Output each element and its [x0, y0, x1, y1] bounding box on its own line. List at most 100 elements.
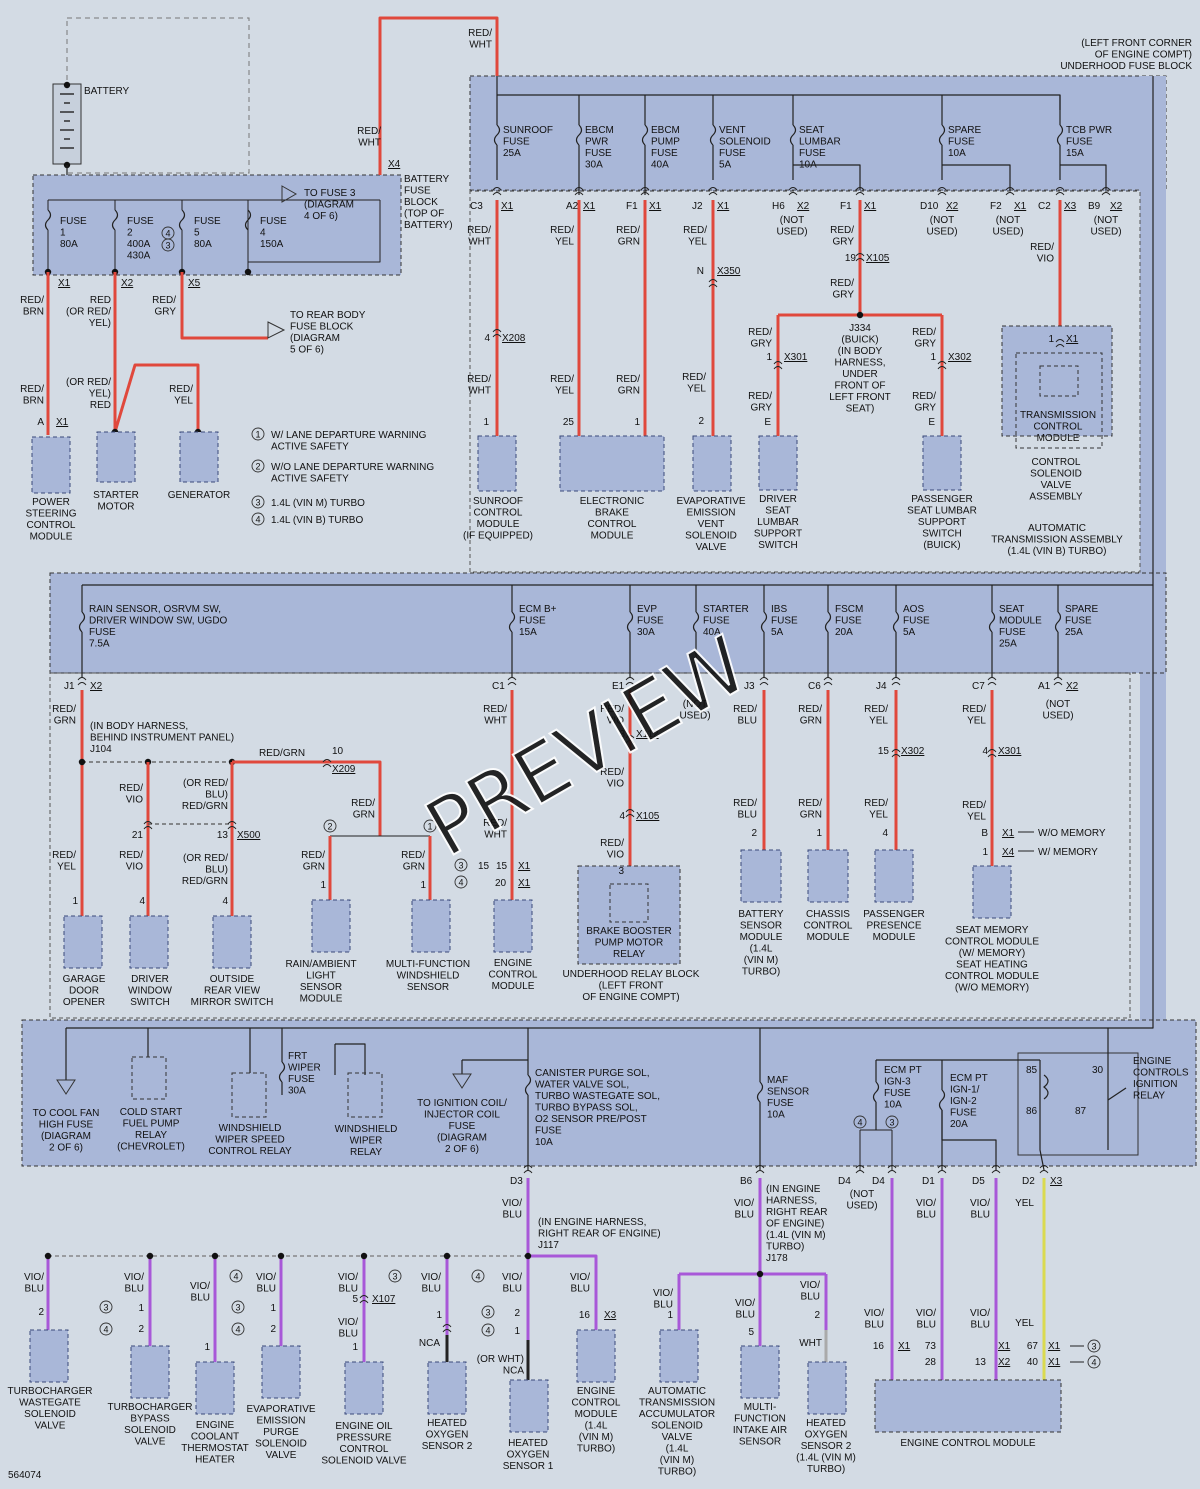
connector-line: X209 — [332, 764, 356, 775]
maf-label-line: SENSOR — [739, 1437, 781, 1448]
wire-color-line: (OR RED/ — [66, 307, 111, 318]
connector-line: X1 — [998, 1341, 1011, 1352]
mid-fuse-label-line: 5A — [903, 627, 916, 638]
to-rear-fuse-block-ref-line: 5 OF 6) — [290, 345, 324, 356]
pin-line: 73 — [925, 1341, 937, 1352]
purge-label-line: EMISSION — [257, 1416, 306, 1427]
pin: D2 — [1022, 1176, 1035, 1187]
wire-color-line: RED/ — [798, 704, 822, 715]
ign-relay-label-line: ENGINE — [1133, 1056, 1172, 1067]
wire-color: YEL — [1015, 1318, 1034, 1329]
pin-line: 20 — [495, 878, 507, 889]
wire-color-line: GRY — [751, 339, 773, 350]
connector-line: X1 — [864, 201, 877, 212]
mid-fuse-label-line: FUSE — [89, 627, 116, 638]
atas-label-line: TURBO) — [658, 1467, 696, 1478]
feed-wire-color: RED/WHT — [357, 126, 381, 149]
battery-fuse-label-line: 430A — [127, 251, 151, 262]
fuse-symbol — [872, 1081, 880, 1103]
connector-symbol — [625, 735, 635, 744]
pin: 5 — [352, 1294, 358, 1305]
j334-label-line: UNDER — [842, 369, 878, 380]
pin: B6 — [740, 1176, 753, 1187]
connector-line: X500 — [237, 830, 261, 841]
j178-label-line: OF ENGINE) — [766, 1219, 824, 1230]
wire-color-line: BLU — [503, 1284, 522, 1295]
windshield-sensor — [411, 899, 451, 953]
connector-line: X107 — [372, 1294, 396, 1305]
ecm-m-label-line: (1.4L — [585, 1421, 608, 1432]
ebcm-label-line: CONTROL — [588, 519, 637, 530]
pin-line: 4 — [222, 896, 228, 907]
relay-pin: 85 — [1026, 1065, 1038, 1076]
ground-arrow — [56, 1079, 76, 1095]
splice-dot — [524, 1252, 532, 1260]
wire-color-line: RED/ — [864, 704, 888, 715]
wire-color-line: YEL — [967, 716, 986, 727]
connector-symbol — [987, 749, 997, 758]
wire-color-line: BLU — [738, 810, 757, 821]
wire-color-line: BLU — [503, 1210, 522, 1221]
pin: 2 — [698, 416, 704, 427]
ecm-main-label-line: ENGINE CONTROL MODULE — [900, 1438, 1036, 1449]
pin: J2 — [692, 201, 703, 212]
note-number: 1 — [427, 822, 432, 832]
wire-color-line: VIO/ — [800, 1280, 820, 1291]
connector-symbol — [855, 187, 865, 196]
wire-color-line: VIO/ — [338, 1317, 358, 1328]
wire-color: RED/YEL — [864, 704, 888, 727]
pin: D4 — [838, 1176, 851, 1187]
wire-color-line: RED/ — [683, 225, 707, 236]
wire-color-line: RED/ — [864, 798, 888, 809]
pin-line: 16 — [579, 1310, 591, 1321]
note-circle — [481, 1305, 495, 1319]
wire-color: RED/WHT — [483, 818, 507, 841]
thermostat-label-line: COOLANT — [191, 1432, 239, 1443]
connector-line: X2 — [1066, 681, 1079, 692]
wshield-sensor-label-line: MULTI-FUNCTION — [386, 959, 470, 970]
to-ign-ref-line: 2 OF 6) — [445, 1144, 479, 1155]
fuel-relay-label-line: RELAY — [135, 1130, 167, 1141]
mid-fuse-label-line: 20A — [835, 627, 853, 638]
ign12-fuse-label-line: IGN-2 — [950, 1096, 977, 1107]
note-circle — [853, 1115, 867, 1129]
mid-fuse-label-line: FUSE — [999, 627, 1026, 638]
connector: X208 — [502, 333, 526, 344]
note-number: 3 — [165, 241, 170, 251]
note-circle — [229, 1269, 243, 1283]
pin: 13 — [975, 1357, 987, 1368]
connector-symbol — [442, 1324, 452, 1333]
legend-entry-line: W/ LANE DEPARTURE WARNING — [271, 430, 427, 441]
connector-line: X3 — [604, 1310, 617, 1321]
w-memory-note-line: W/ MEMORY — [1038, 847, 1098, 858]
wire-color-line: GRN — [800, 810, 822, 821]
wire-color-line: BLU — [339, 1284, 358, 1295]
battery-sensor-label-line: TURBO) — [742, 967, 780, 978]
wire-color-line: RED/ — [912, 391, 936, 402]
power-steering-label-line: CONTROL — [27, 520, 76, 531]
sunroof-label-line: CONTROL — [474, 508, 523, 519]
power-steering-label-line: POWER — [32, 497, 70, 508]
connector: X1 — [898, 1341, 911, 1352]
wire-color-line: WHT — [484, 716, 507, 727]
wire-color: VIO/BLU — [734, 1198, 754, 1221]
connector-symbol — [987, 677, 997, 686]
fuse-symbol — [508, 611, 516, 633]
connector: X500 — [237, 830, 261, 841]
mid-fuse-label-line: MODULE — [999, 616, 1042, 627]
wire-color-line: VIO/ — [916, 1308, 936, 1319]
connector-line: X105 — [866, 253, 890, 264]
connector-symbol — [937, 361, 947, 370]
top-fuse-label-line: 40A — [651, 160, 669, 171]
heated-o2-sensor-1 — [509, 1379, 549, 1433]
wire-color-line: RED/ — [550, 374, 574, 385]
pin: 1 — [138, 1303, 144, 1314]
wire-color-line: RED/ — [616, 374, 640, 385]
